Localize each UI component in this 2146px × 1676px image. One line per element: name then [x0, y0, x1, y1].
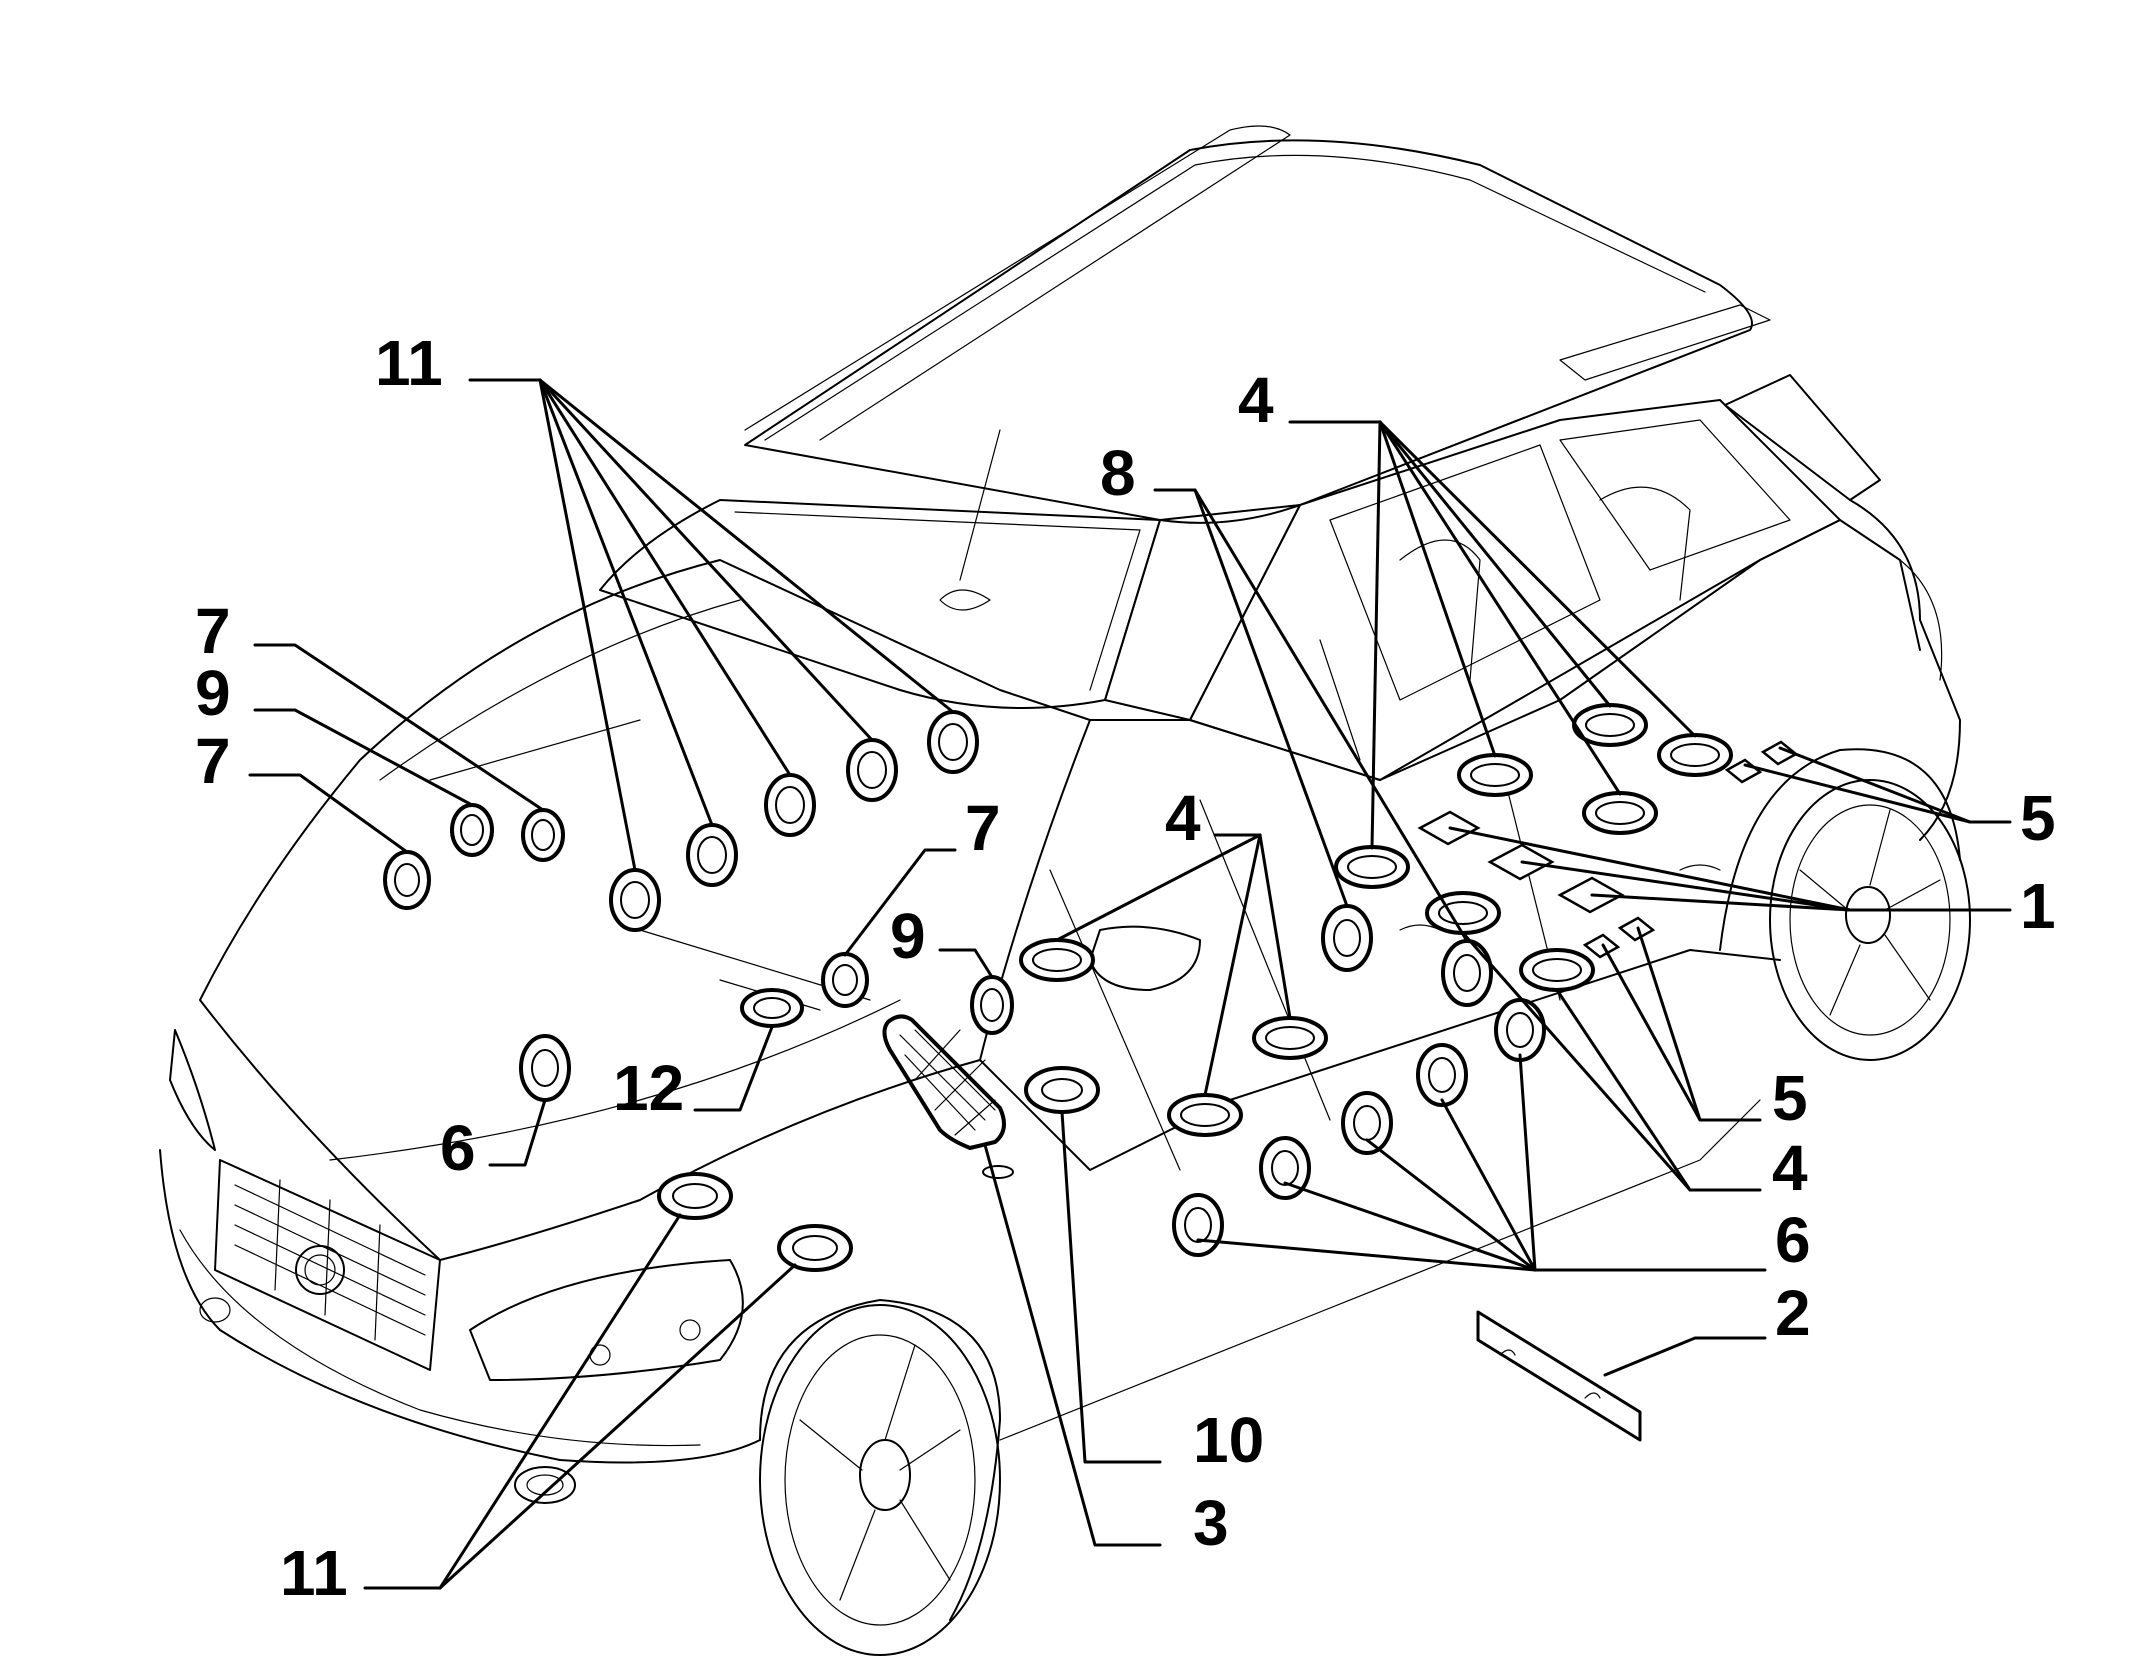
plug-11-c: [764, 773, 816, 837]
parts-group: [383, 703, 1799, 1442]
plug-6-e: [1494, 998, 1546, 1062]
plug-7-b: [383, 850, 431, 910]
plug-8-b: [1441, 939, 1493, 1007]
callout-11-top: 11: [375, 327, 443, 399]
plug-4-b: [1252, 1016, 1328, 1060]
plug-10: [1024, 1066, 1100, 1114]
callout-7-a: 7: [195, 595, 231, 667]
plug-9-a: [450, 803, 494, 857]
callout-4-top: 4: [1238, 364, 1274, 436]
callout-3: 3: [1193, 1487, 1229, 1559]
plug-11-e: [927, 710, 979, 774]
callout-5-bot: 5: [1772, 1062, 1808, 1134]
callout-6-left: 6: [440, 1112, 476, 1184]
plug-11-g: [777, 1224, 853, 1272]
callout-4-mid: 4: [1165, 782, 1201, 854]
plug-4-d: [1334, 845, 1410, 889]
plug-4-a: [1019, 938, 1095, 982]
callout-7-c: 7: [965, 792, 1001, 864]
plug-4-i: [1425, 891, 1501, 935]
plug-8-a: [1321, 904, 1373, 972]
plug-4-e: [1457, 753, 1533, 797]
callout-labels: 11 4 8 7 9 7 7 4 9 5 1 12 6 5 4 6 2 10 3…: [195, 327, 2056, 1609]
plug-12: [740, 988, 804, 1028]
leader-lines: [248, 378, 2012, 1590]
plug-11-a: [609, 868, 661, 932]
plug-4-g: [1657, 733, 1733, 777]
callout-4-right: 4: [1772, 1132, 1808, 1204]
mesh-panel-3: [882, 1014, 1006, 1150]
callout-1: 1: [2020, 870, 2056, 942]
pad-5-d: [1617, 916, 1656, 942]
plug-6-c: [1341, 1091, 1393, 1155]
callout-7-b: 7: [195, 725, 231, 797]
plug-6-hood: [519, 1034, 571, 1102]
callout-11-bot: 11: [280, 1537, 348, 1609]
callout-2: 2: [1775, 1277, 1811, 1349]
callout-10: 10: [1193, 1404, 1264, 1476]
callout-12: 12: [613, 1052, 684, 1124]
plug-9-b: [970, 975, 1014, 1035]
plug-6-b: [1259, 1136, 1311, 1200]
callout-9-a: 9: [195, 657, 231, 729]
plug-11-f: [657, 1172, 733, 1220]
plug-6-d: [1416, 1043, 1468, 1107]
callout-6-right: 6: [1775, 1204, 1811, 1276]
plug-4-c: [1167, 1093, 1243, 1137]
callout-8: 8: [1100, 437, 1136, 509]
plug-7-a: [521, 808, 565, 862]
plug-11-d: [846, 738, 898, 802]
pad-5-c: [1582, 933, 1621, 959]
pad-5-a: [1724, 758, 1763, 784]
callout-5-top: 5: [2020, 782, 2056, 854]
plug-11-b: [686, 823, 738, 887]
plug-4-j: [1519, 948, 1595, 992]
callout-9-b: 9: [890, 900, 926, 972]
plug-4-h: [1582, 791, 1658, 835]
plug-7-c: [821, 952, 869, 1008]
label-plate-2: [1476, 1310, 1642, 1442]
plug-6-a: [1172, 1193, 1224, 1257]
car-illustration: [159, 125, 1971, 1656]
